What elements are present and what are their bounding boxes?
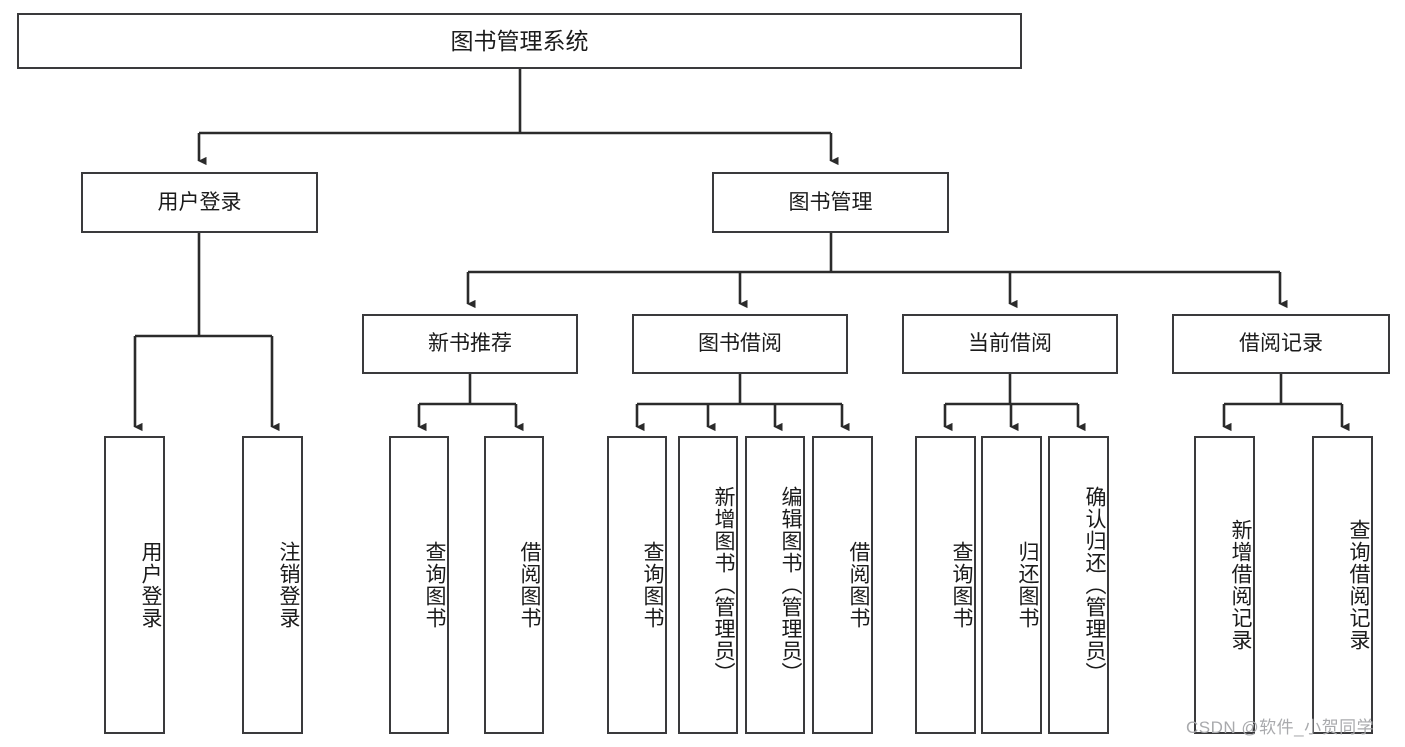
leaf-query-borrow-record-label: 查询借阅记录 [1347, 519, 1370, 651]
node-new-book-recommend[interactable]: 新书推荐 [362, 314, 578, 374]
leaf-borrow-book-1-label: 借阅图书 [518, 541, 541, 629]
leaf-logout-login-label: 注销登录 [277, 541, 300, 629]
leaf-confirm-return-admin-label: 确认归还（管理员） [1083, 486, 1106, 684]
leaf-query-book-2[interactable]: 查询图书 [607, 436, 667, 734]
node-root[interactable]: 图书管理系统 [17, 13, 1022, 69]
node-borrow-record-label: 借阅记录 [1239, 332, 1323, 356]
leaf-query-book-1[interactable]: 查询图书 [389, 436, 449, 734]
leaf-borrow-book-1[interactable]: 借阅图书 [484, 436, 544, 734]
node-user-login[interactable]: 用户登录 [81, 172, 318, 233]
node-book-borrow-label: 图书借阅 [698, 332, 782, 356]
leaf-add-borrow-record[interactable]: 新增借阅记录 [1194, 436, 1255, 734]
leaf-return-book-label: 归还图书 [1016, 541, 1039, 629]
csdn-watermark: CSDN @软件_小贺同学 [1186, 718, 1375, 737]
leaf-logout-login[interactable]: 注销登录 [242, 436, 303, 734]
node-new-book-recommend-label: 新书推荐 [428, 332, 512, 356]
node-book-manage-label: 图书管理 [788, 190, 873, 214]
leaf-edit-book-admin[interactable]: 编辑图书（管理员） [745, 436, 805, 734]
leaf-add-borrow-record-label: 新增借阅记录 [1229, 519, 1252, 651]
leaf-confirm-return-admin[interactable]: 确认归还（管理员） [1048, 436, 1109, 734]
leaf-borrow-book-2-label: 借阅图书 [847, 541, 870, 629]
node-book-manage[interactable]: 图书管理 [712, 172, 949, 233]
leaf-add-book-admin[interactable]: 新增图书（管理员） [678, 436, 738, 734]
leaf-edit-book-admin-label: 编辑图书（管理员） [779, 486, 802, 684]
leaf-query-book-3-label: 查询图书 [950, 541, 973, 629]
node-book-borrow[interactable]: 图书借阅 [632, 314, 848, 374]
leaf-query-borrow-record[interactable]: 查询借阅记录 [1312, 436, 1373, 734]
leaf-user-login[interactable]: 用户登录 [104, 436, 165, 734]
leaf-user-login-label: 用户登录 [139, 541, 162, 629]
node-user-login-label: 用户登录 [157, 190, 242, 214]
node-root-label: 图书管理系统 [450, 27, 589, 54]
node-borrow-record[interactable]: 借阅记录 [1172, 314, 1390, 374]
leaf-query-book-1-label: 查询图书 [423, 541, 446, 629]
node-current-borrow[interactable]: 当前借阅 [902, 314, 1118, 374]
node-current-borrow-label: 当前借阅 [968, 332, 1052, 356]
leaf-borrow-book-2[interactable]: 借阅图书 [812, 436, 873, 734]
leaf-query-book-2-label: 查询图书 [641, 541, 664, 629]
leaf-add-book-admin-label: 新增图书（管理员） [712, 486, 735, 684]
leaf-query-book-3[interactable]: 查询图书 [915, 436, 976, 734]
leaf-return-book[interactable]: 归还图书 [981, 436, 1042, 734]
